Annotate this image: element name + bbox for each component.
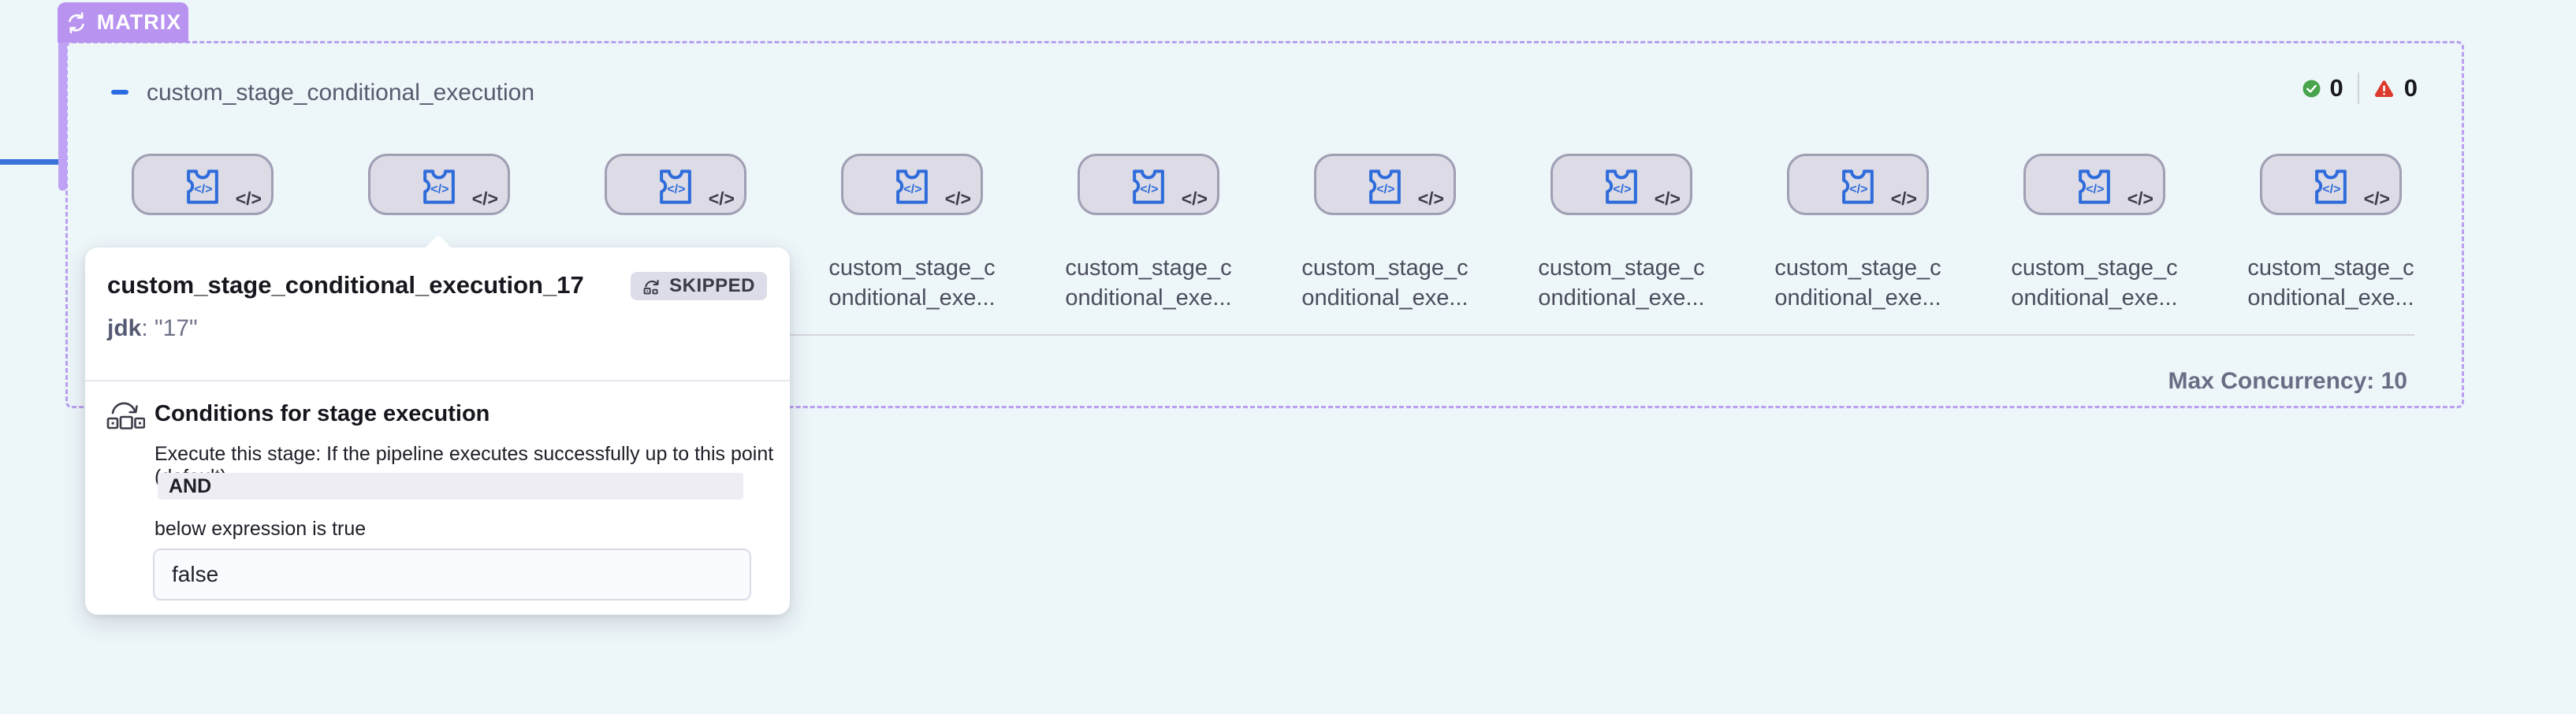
collapse-button[interactable] [111,90,128,95]
matrix-stage-container: custom_stage_conditional_execution 0 0 [65,41,2464,408]
custom-stage-icon: </> [180,167,225,210]
counts-divider [2357,73,2359,104]
matrix-node-cell: </> </> custom_stage_c onditional_exe... [1538,154,1705,359]
stage-card-label: custom_stage_c onditional_exe... [1538,255,1705,311]
stage-card[interactable]: </> </> [1078,154,1219,215]
code-glyph: </> [1654,188,1681,209]
stage-tooltip: custom_stage_conditional_execution_17 SK… [85,234,790,615]
code-glyph: </> [1417,188,1444,209]
expression-box: false [153,549,751,601]
code-glyph: </> [1890,188,1917,209]
stage-card[interactable]: </> </> [132,154,274,215]
matrix-badge-label: MATRIX [96,10,182,34]
pipeline-connector-line [0,159,63,165]
condition-note: below expression is true [154,518,367,540]
conditions-icon [106,397,145,430]
skipped-badge: SKIPPED [631,272,767,300]
matrix-badge[interactable]: MATRIX [58,2,188,43]
stage-card-label: custom_stage_c onditional_exe... [828,255,996,311]
svg-text:</>: </> [1613,182,1631,196]
custom-stage-icon: </> [416,167,462,210]
stage-card-label: custom_stage_c onditional_exe... [1065,255,1232,311]
custom-stage-icon: </> [1835,167,1881,210]
custom-stage-icon: </> [2308,167,2354,210]
warning-triangle-icon [2373,79,2395,99]
stage-card[interactable]: </> </> [1787,154,1929,215]
max-concurrency-label: Max Concurrency: 10 [2168,368,2407,394]
param-value: : "17" [141,315,198,341]
conditions-title: Conditions for stage execution [154,401,490,426]
stage-card[interactable]: </> </> [841,154,983,215]
svg-text:</>: </> [2086,182,2104,196]
matrix-node-cell: </> </> custom_stage_c onditional_exe... [2247,154,2414,359]
matrix-node-cell: </> </> custom_stage_c onditional_exe... [1774,154,1941,359]
error-count: 0 [2403,74,2418,102]
stage-card[interactable]: </> </> [605,154,746,215]
matrix-node-cell: </> </> custom_stage_c onditional_exe... [828,154,996,359]
tooltip-divider [85,380,790,381]
matrix-node-cell: </> </> custom_stage_c onditional_exe... [2011,154,2178,359]
svg-text:</>: </> [1849,182,1867,196]
svg-text:</>: </> [430,182,449,196]
skipped-icon [642,278,662,295]
code-glyph: </> [2127,188,2153,209]
jdk-param-row: jdk: "17" [107,315,198,342]
stage-card[interactable]: </> </> [2260,154,2402,215]
skipped-label: SKIPPED [669,275,755,296]
custom-stage-icon: </> [1599,167,1644,210]
loop-icon [65,11,88,35]
stage-card[interactable]: </> </> [368,154,510,215]
matrix-left-strip [58,38,67,191]
custom-stage-icon: </> [2072,167,2117,210]
custom-stage-icon: </> [1362,167,1408,210]
param-key: jdk [107,315,142,341]
code-glyph: </> [471,188,498,209]
matrix-node-cell: </> </> custom_stage_c onditional_exe... [1065,154,1232,359]
stage-card-label: custom_stage_c onditional_exe... [1774,255,1941,311]
svg-text:</>: </> [903,182,921,196]
custom-stage-icon: </> [653,167,698,210]
code-glyph: </> [2363,188,2390,209]
stage-card[interactable]: </> </> [1550,154,1692,215]
svg-text:</>: </> [194,182,212,196]
and-operator-chip: AND [158,473,743,500]
stage-card-label: custom_stage_c onditional_exe... [2011,255,2178,311]
code-glyph: </> [708,188,735,209]
success-check-icon [2302,80,2321,98]
custom-stage-icon: </> [889,167,935,210]
stage-card[interactable]: </> </> [2023,154,2165,215]
svg-text:</>: </> [2322,182,2340,196]
svg-text:</>: </> [667,182,685,196]
svg-text:</>: </> [1376,182,1394,196]
code-glyph: </> [235,188,262,209]
svg-text:</>: </> [1140,182,1158,196]
stage-card-label: custom_stage_c onditional_exe... [2247,255,2414,311]
stage-card[interactable]: </> </> [1314,154,1456,215]
code-glyph: </> [1181,188,1208,209]
stage-card-label: custom_stage_c onditional_exe... [1301,255,1469,311]
matrix-node-cell: </> </> custom_stage_c onditional_exe... [1301,154,1469,359]
custom-stage-icon: </> [1126,167,1171,210]
success-count: 0 [2329,74,2343,102]
row-divider [121,334,2414,336]
status-counts: 0 0 [2302,72,2418,105]
stage-group-title: custom_stage_conditional_execution [147,80,534,106]
tooltip-title: custom_stage_conditional_execution_17 [107,271,584,299]
code-glyph: </> [944,188,971,209]
